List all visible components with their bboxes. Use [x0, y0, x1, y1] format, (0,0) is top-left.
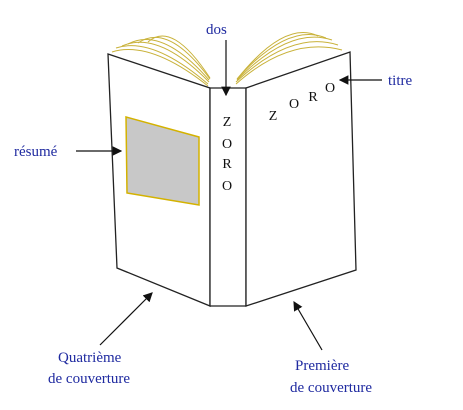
label-back-cover-line1: Quatrième [58, 350, 122, 366]
label-spine: dos [206, 22, 227, 38]
spine-letter: R [222, 157, 232, 172]
arrow-front-cover [293, 300, 323, 351]
spine-letter: O [222, 179, 232, 194]
page-edges-right [235, 32, 343, 85]
spine-letter: Z [223, 115, 232, 130]
front-cover [245, 51, 357, 307]
page-edges-left [111, 35, 211, 87]
cover-title-letter: Z [269, 109, 278, 124]
label-summary: résumé [14, 144, 58, 160]
arrow-back-cover [99, 292, 153, 346]
cover-title-letter: O [325, 81, 335, 96]
label-title: titre [388, 73, 412, 89]
cover-title-letter: R [308, 90, 318, 105]
label-front-cover-line1: Première [295, 358, 349, 374]
arrows [76, 40, 382, 351]
cover-title: Z O R O [269, 81, 335, 124]
summary-box [125, 116, 200, 206]
spine-letter: O [222, 137, 232, 152]
cover-title-letter: O [289, 97, 299, 112]
label-back-cover-line2: de couverture [48, 371, 130, 387]
spine-title: Z O R O [222, 115, 232, 194]
label-front-cover-line2: de couverture [290, 380, 372, 396]
